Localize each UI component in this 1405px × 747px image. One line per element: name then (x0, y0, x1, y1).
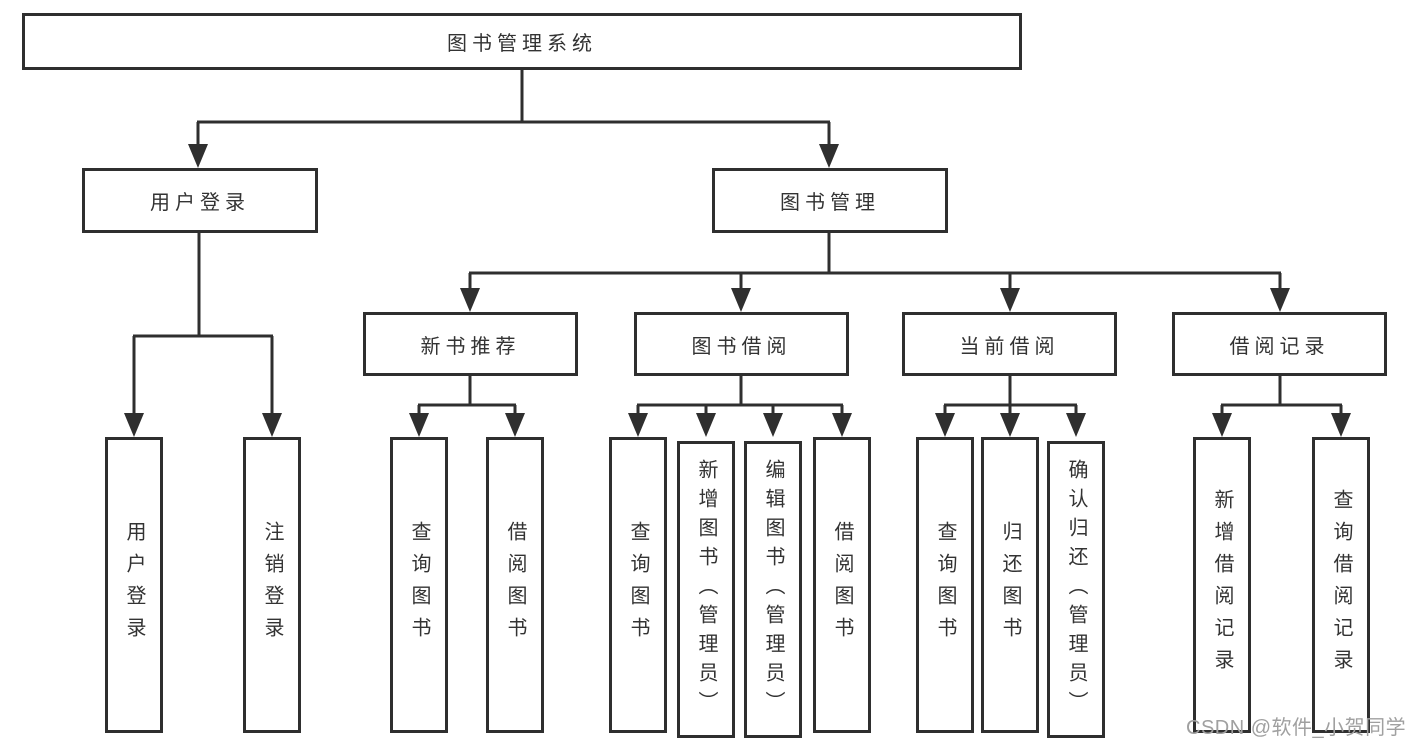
node-borrowing-records: 借阅记录 (1172, 312, 1387, 376)
csdn-watermark: CSDN @软件_小贺同学 (1186, 717, 1405, 739)
leaf-query-books-recommend-label: 查询图书 (408, 521, 430, 649)
leaf-return-books-label: 归还图书 (999, 521, 1021, 649)
node-current-borrowing: 当前借阅 (902, 312, 1117, 376)
leaf-query-borrow-record-label: 查询借阅记录 (1330, 489, 1352, 681)
leaf-add-book-admin-label: 新增图书（管理员） (695, 459, 717, 720)
leaf-user-login: 用户登录 (105, 437, 163, 733)
connector-lines (132, 70, 1343, 415)
leaf-add-borrow-record-label: 新增借阅记录 (1211, 489, 1233, 681)
leaf-confirm-return-admin: 确认归还（管理员） (1047, 441, 1105, 738)
leaf-add-borrow-record: 新增借阅记录 (1193, 437, 1251, 733)
leaf-add-book-admin: 新增图书（管理员） (677, 441, 735, 738)
leaf-query-books-current: 查询图书 (916, 437, 974, 733)
node-book-management: 图书管理 (712, 168, 948, 233)
node-user-login: 用户登录 (82, 168, 318, 233)
leaf-query-books-recommend: 查询图书 (390, 437, 448, 733)
leaf-borrow-books: 借阅图书 (813, 437, 871, 733)
leaf-logout-label: 注销登录 (261, 521, 283, 649)
leaf-confirm-return-admin-label: 确认归还（管理员） (1065, 459, 1087, 720)
leaf-query-books-current-label: 查询图书 (934, 521, 956, 649)
leaf-edit-book-admin: 编辑图书（管理员） (744, 441, 802, 738)
leaf-return-books: 归还图书 (981, 437, 1039, 733)
leaf-query-books-borrow-label: 查询图书 (627, 521, 649, 649)
arrowheads (124, 144, 1351, 437)
leaf-borrow-books-label: 借阅图书 (831, 521, 853, 649)
leaf-user-login-label: 用户登录 (123, 521, 145, 649)
leaf-borrow-books-recommend-label: 借阅图书 (504, 521, 526, 649)
leaf-query-borrow-record: 查询借阅记录 (1312, 437, 1370, 733)
node-new-book-recommendation: 新书推荐 (363, 312, 578, 376)
leaf-query-books-borrow: 查询图书 (609, 437, 667, 733)
node-book-borrowing: 图书借阅 (634, 312, 849, 376)
leaf-logout: 注销登录 (243, 437, 301, 733)
leaf-borrow-books-recommend: 借阅图书 (486, 437, 544, 733)
leaf-edit-book-admin-label: 编辑图书（管理员） (762, 459, 784, 720)
node-library-management-system: 图书管理系统 (22, 13, 1022, 70)
